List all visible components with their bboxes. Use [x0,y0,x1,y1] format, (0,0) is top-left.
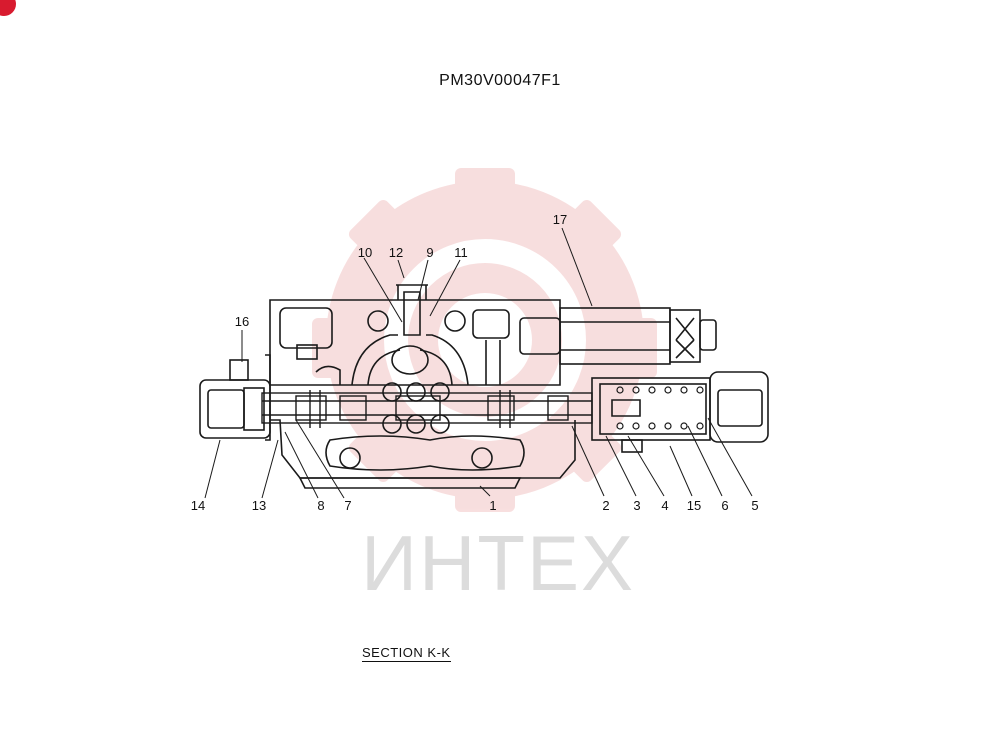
callout-labels: 14 13 8 7 1 2 3 4 15 6 5 16 10 12 9 11 1… [191,212,759,513]
callout-10: 10 [358,245,372,260]
callout-12: 12 [389,245,403,260]
section-label: SECTION K-K [362,645,451,662]
callout-8: 8 [317,498,324,513]
callout-2: 2 [602,498,609,513]
watermark-text: ИНТЕХ [361,519,635,607]
callout-1: 1 [489,498,496,513]
callout-7: 7 [344,498,351,513]
right-cap-spring [591,371,769,453]
corner-badge-icon [0,0,16,16]
callout-16: 16 [235,314,249,329]
callout-11: 11 [454,245,468,260]
callout-6: 6 [721,498,728,513]
callout-5: 5 [751,498,758,513]
callout-13: 13 [252,498,266,513]
left-cap-14 [199,359,271,439]
callout-3: 3 [633,498,640,513]
drawing-code: PM30V00047F1 [439,72,561,89]
callout-15: 15 [687,498,701,513]
callout-9: 9 [426,245,433,260]
main-spool [261,390,593,428]
callout-leaders [204,227,753,499]
callout-17: 17 [553,212,567,227]
callout-14: 14 [191,498,205,513]
solenoid-17 [519,307,717,365]
watermark-gear-icon [312,168,657,512]
valve-body [265,284,576,489]
callout-4: 4 [661,498,668,513]
